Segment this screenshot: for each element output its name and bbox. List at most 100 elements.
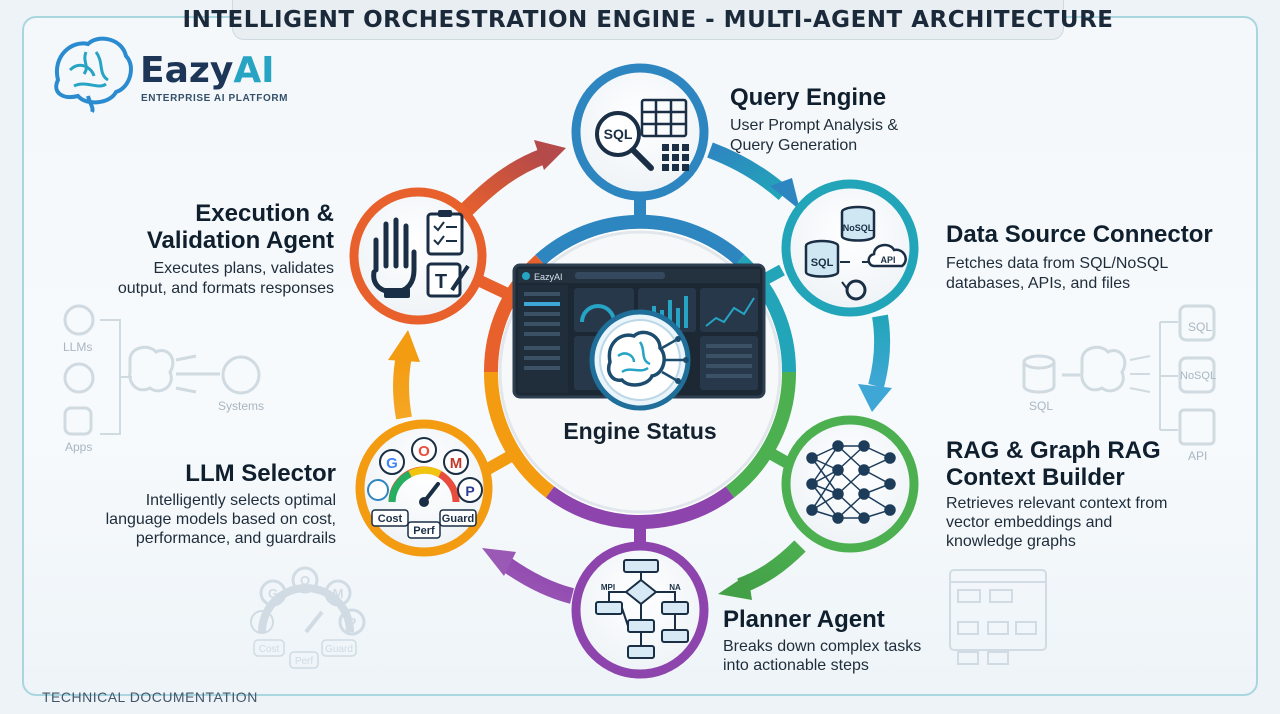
google-model-icon bbox=[379, 449, 405, 475]
sql-watermark-icon bbox=[1022, 354, 1056, 370]
bottom-watermark-p: P bbox=[348, 615, 357, 630]
bottom-right-watermark-flowchart bbox=[949, 569, 1047, 665]
svg-text:API: API bbox=[880, 255, 895, 265]
dashboard-brand: EazyAI bbox=[534, 272, 563, 282]
svg-text:NoSQL: NoSQL bbox=[843, 223, 874, 233]
planner-icon-mpi: MPI bbox=[601, 583, 615, 592]
title-banner: INTELLIGENT ORCHESTRATION ENGINE - MULTI… bbox=[183, 0, 1113, 40]
arrow-rag-to-planner bbox=[737, 540, 806, 594]
node-planner-agent: MPI NA bbox=[571, 541, 709, 679]
dashboard-logo-icon bbox=[522, 272, 530, 280]
svg-text:O: O bbox=[418, 443, 430, 460]
planner-agent-title: Planner Agent bbox=[723, 606, 885, 633]
planner-icon-na: NA bbox=[669, 583, 681, 592]
brand-name: EazyAI bbox=[140, 50, 275, 91]
brand-tagline: ENTERPRISE AI PLATFORM bbox=[141, 93, 289, 104]
llm-watermark-icon-2 bbox=[63, 362, 95, 394]
left-watermark-llms: LLMs bbox=[63, 340, 93, 354]
execution-title-1: Execution & bbox=[195, 200, 334, 227]
rag-desc-1: Retrieves relevant context from bbox=[946, 495, 1168, 512]
ring-segment-orange bbox=[483, 371, 555, 498]
neural-network-icon bbox=[806, 440, 896, 524]
brand-name-part1: Eazy bbox=[140, 50, 234, 91]
sql-db-watermark-icon bbox=[1178, 304, 1216, 342]
execution-desc-1: Executes plans, validates bbox=[153, 260, 334, 277]
data-source-connector-desc-2: databases, APIs, and files bbox=[946, 275, 1131, 292]
dashboard-screenshot: EazyAI bbox=[512, 263, 766, 411]
query-engine-desc-1: User Prompt Analysis & bbox=[730, 117, 899, 134]
systems-watermark-icon bbox=[221, 355, 261, 395]
rag-desc-3: knowledge graphs bbox=[946, 533, 1076, 550]
planner-agent-desc-2: into actionable steps bbox=[723, 657, 869, 674]
query-icon-sql: SQL bbox=[604, 126, 633, 142]
text-edit-icon: T bbox=[426, 262, 470, 298]
right-watermark-sql-db: SQL bbox=[1188, 320, 1213, 334]
query-engine-title: Query Engine bbox=[730, 84, 887, 111]
brand-name-part2: AI bbox=[233, 50, 275, 91]
center-brain-icon bbox=[607, 330, 666, 387]
svg-text:Guard: Guard bbox=[442, 513, 474, 525]
cycle-arrows bbox=[388, 140, 892, 604]
ring-segment-green bbox=[725, 371, 797, 498]
arrow-planner-to-llm-head bbox=[482, 548, 516, 576]
left-watermark-systems: Systems bbox=[218, 399, 265, 413]
claude-model-icon bbox=[367, 479, 389, 501]
svg-text:Cost: Cost bbox=[378, 513, 403, 525]
svg-text:M: M bbox=[450, 455, 463, 472]
svg-text:G: G bbox=[386, 455, 398, 472]
query-engine-desc-2: Query Generation bbox=[730, 137, 858, 154]
arrow-rag-to-planner-head bbox=[718, 574, 752, 600]
left-watermark-apps: Apps bbox=[65, 440, 93, 454]
arrow-llm-to-execution bbox=[393, 354, 412, 420]
brain-watermark-icon-right bbox=[1080, 345, 1127, 393]
arrow-execution-to-query-head bbox=[534, 140, 566, 170]
arrow-llm-to-execution-head bbox=[388, 330, 420, 362]
clipboard-icon bbox=[426, 210, 464, 256]
arrow-execution-to-query bbox=[456, 148, 547, 220]
api-cloud-icon bbox=[867, 243, 907, 268]
bottom-watermark-guard: Guard bbox=[325, 644, 353, 655]
execution-desc-2: output, and formats responses bbox=[117, 280, 334, 297]
right-watermark-diagram bbox=[1022, 304, 1216, 446]
execution-title-2: Validation Agent bbox=[146, 227, 334, 254]
api-watermark-icon bbox=[1178, 408, 1216, 446]
bottom-watermark-perf: Perf bbox=[295, 656, 314, 667]
node-execution-validation: T bbox=[349, 187, 487, 325]
brand-logo-icon bbox=[54, 36, 133, 113]
arrow-data-to-rag bbox=[868, 314, 891, 389]
right-watermark-api: API bbox=[1188, 449, 1208, 463]
svg-text:SQL: SQL bbox=[811, 257, 834, 269]
footer-label: TECHNICAL DOCUMENTATION bbox=[42, 689, 258, 705]
rag-desc-2: vector embeddings and bbox=[946, 514, 1113, 531]
svg-text:P: P bbox=[465, 483, 474, 499]
data-source-connector-title: Data Source Connector bbox=[946, 221, 1213, 248]
node-rag-context-builder bbox=[781, 415, 919, 553]
node-query-engine: SQL bbox=[571, 63, 709, 201]
rag-title-2: Context Builder bbox=[946, 464, 1125, 491]
brain-watermark-icon bbox=[128, 345, 175, 393]
arrow-query-to-data-head bbox=[770, 178, 800, 210]
magnifier-icon bbox=[595, 111, 641, 157]
engine-status-label: Engine Status bbox=[563, 418, 717, 444]
right-watermark-nosql: NoSQL bbox=[1180, 370, 1217, 382]
bottom-watermark-g: G bbox=[268, 586, 278, 601]
left-watermark-diagram bbox=[63, 304, 261, 436]
nosql-watermark-icon bbox=[1178, 356, 1216, 394]
llm-selector-desc-1: Intelligently selects optimal bbox=[145, 492, 336, 509]
grid-icon bbox=[662, 144, 689, 171]
flowchart-icon bbox=[595, 559, 689, 659]
llm-selector-desc-3: performance, and guardrails bbox=[135, 530, 336, 547]
arrow-planner-to-llm bbox=[501, 557, 575, 604]
svg-text:T: T bbox=[435, 271, 447, 293]
data-source-connector-desc-1: Fetches data from SQL/NoSQL bbox=[946, 255, 1169, 272]
arrow-data-to-rag-head bbox=[858, 384, 892, 412]
rag-title-1: RAG & Graph RAG bbox=[946, 437, 1161, 464]
meta-model-icon bbox=[443, 449, 469, 475]
bottom-watermark-o: O bbox=[300, 573, 310, 588]
llm-watermark-icon bbox=[63, 304, 95, 336]
node-data-source-connector: NoSQL SQL API bbox=[781, 179, 919, 317]
svg-text:Perf: Perf bbox=[413, 525, 435, 537]
llm-selector-desc-2: language models based on cost, bbox=[105, 511, 336, 528]
